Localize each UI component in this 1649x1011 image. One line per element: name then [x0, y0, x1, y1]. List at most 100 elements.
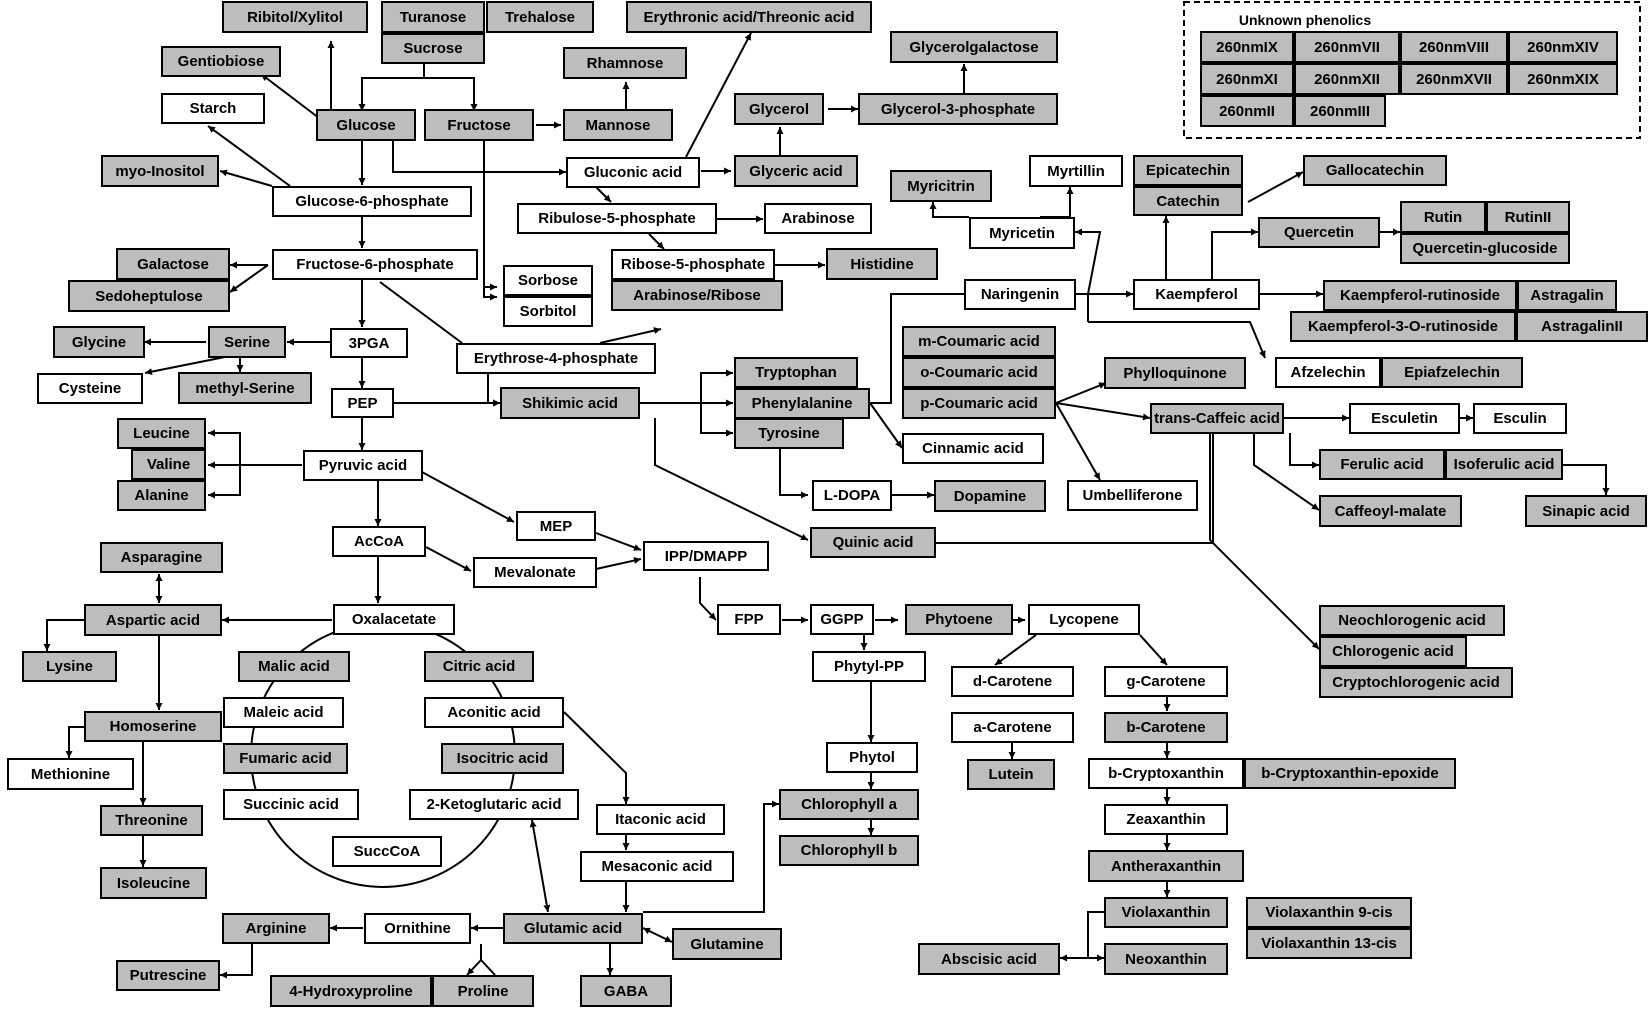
node-asparagine: Asparagine — [100, 542, 223, 573]
node-alanine: Alanine — [117, 480, 206, 511]
node-e4p: Erythrose-4-phosphate — [456, 343, 656, 374]
node-myoinositol: myo-Inositol — [101, 155, 219, 187]
node-n260xix: 260nmXIX — [1508, 63, 1618, 95]
node-methionine: Methionine — [7, 758, 134, 790]
node-sorbose: Sorbose — [503, 265, 593, 296]
node-antheraxanthin: Antheraxanthin — [1088, 850, 1244, 882]
node-cysteine: Cysteine — [37, 373, 143, 404]
node-lutein: Lutein — [967, 759, 1055, 790]
node-ldopa: L-DOPA — [812, 480, 892, 511]
node-viola9: Violaxanthin 9-cis — [1246, 897, 1412, 928]
node-isocitric: Isocitric acid — [441, 743, 564, 774]
node-ketoglutaric: 2-Ketoglutaric acid — [409, 789, 579, 820]
node-violaxanthin: Violaxanthin — [1104, 897, 1228, 928]
node-dopamine: Dopamine — [934, 480, 1046, 512]
node-valine: Valine — [131, 449, 206, 480]
node-astragalin: Astragalin — [1517, 280, 1617, 311]
node-mesaconic: Mesaconic acid — [580, 851, 734, 882]
node-bcryptoepox: b-Cryptoxanthin-epoxide — [1244, 758, 1456, 789]
node-astragalinii: AstragalinII — [1516, 311, 1648, 342]
node-histidine: Histidine — [826, 248, 938, 280]
node-transcaffeic: trans-Caffeic acid — [1150, 403, 1284, 434]
node-gaba: GABA — [580, 975, 672, 1007]
node-rutin: Rutin — [1400, 201, 1486, 233]
node-serine: Serine — [208, 326, 286, 358]
node-gluconic: Gluconic acid — [566, 157, 700, 188]
node-bcrypto: b-Cryptoxanthin — [1088, 758, 1244, 789]
node-dcarotene: d-Carotene — [951, 666, 1074, 697]
node-n260xi: 260nmXI — [1200, 63, 1294, 95]
node-fpp: FPP — [717, 604, 781, 635]
unknown-phenolics-label: Unknown phenolics — [1238, 12, 1372, 28]
node-bcarotene: b-Carotene — [1104, 712, 1228, 743]
node-gcarotene: g-Carotene — [1104, 666, 1228, 697]
node-chla: Chlorophyll a — [779, 789, 919, 820]
node-myricitrin: Myricitrin — [890, 170, 992, 202]
node-neochlorogenic: Neochlorogenic acid — [1319, 605, 1505, 636]
node-hydroxyproline: 4-Hydroxyproline — [270, 975, 432, 1007]
node-methylserine: methyl-Serine — [178, 372, 312, 404]
unknown-phenolics-group — [1183, 1, 1641, 139]
node-isoleucine: Isoleucine — [100, 867, 207, 899]
node-cryptochlorogenic: Cryptochlorogenic acid — [1319, 667, 1513, 698]
node-arabinoseribose: Arabinose/Ribose — [611, 280, 783, 311]
node-viola13: Violaxanthin 13-cis — [1246, 928, 1412, 959]
node-neoxanthin: Neoxanthin — [1104, 943, 1228, 975]
node-sucrose: Sucrose — [381, 33, 485, 64]
node-galactose: Galactose — [116, 248, 230, 280]
node-itaconic: Itaconic acid — [596, 804, 725, 835]
node-n260ii: 260nmII — [1200, 95, 1294, 127]
node-trehalose: Trehalose — [486, 1, 594, 33]
node-myrtillin: Myrtillin — [1029, 155, 1123, 187]
node-arabinose: Arabinose — [764, 203, 872, 234]
node-maleic: Maleic acid — [223, 697, 344, 728]
node-pep: PEP — [331, 388, 394, 418]
node-lysine: Lysine — [22, 651, 117, 682]
node-arginine: Arginine — [222, 913, 330, 944]
node-glycerol3p: Glycerol-3-phosphate — [858, 93, 1058, 125]
node-afzelechin: Afzelechin — [1275, 357, 1381, 388]
node-sorbitol: Sorbitol — [503, 296, 593, 327]
node-homoserine: Homoserine — [84, 711, 222, 742]
node-chlb: Chlorophyll b — [779, 835, 919, 866]
node-lycopene: Lycopene — [1028, 604, 1140, 635]
node-cinnamic: Cinnamic acid — [902, 433, 1044, 464]
node-umbelliferone: Umbelliferone — [1067, 480, 1198, 511]
node-starch: Starch — [161, 93, 265, 124]
node-querglu: Quercetin-glucoside — [1400, 233, 1570, 264]
node-ferulic: Ferulic acid — [1319, 449, 1445, 480]
node-glycerol: Glycerol — [734, 93, 824, 125]
node-quinic: Quinic acid — [810, 527, 936, 558]
node-leucine: Leucine — [117, 418, 206, 449]
node-fructose: Fructose — [424, 109, 534, 141]
node-sedoheptulose: Sedoheptulose — [68, 280, 230, 312]
node-aconitic: Aconitic acid — [424, 697, 564, 728]
node-shikimic: Shikimic acid — [500, 387, 640, 419]
node-myricetin: Myricetin — [969, 217, 1075, 249]
node-ribose5p: Ribose-5-phosphate — [611, 249, 775, 280]
node-gallocatechin: Gallocatechin — [1303, 155, 1447, 186]
node-tryptophan: Tryptophan — [734, 357, 858, 388]
node-phytol: Phytol — [826, 742, 918, 773]
node-succinic: Succinic acid — [223, 789, 359, 820]
node-kaempferol: Kaempferol — [1133, 279, 1260, 310]
node-chlorogenic: Chlorogenic acid — [1319, 636, 1467, 667]
node-acarotene: a-Carotene — [951, 712, 1074, 743]
node-glucose: Glucose — [316, 109, 416, 141]
node-kaemp3o: Kaempferol-3-O-rutinoside — [1290, 311, 1516, 342]
node-kaemprut: Kaempferol-rutinoside — [1323, 280, 1517, 311]
node-fumaric: Fumaric acid — [223, 743, 348, 774]
node-phenylalanine: Phenylalanine — [734, 388, 870, 419]
node-catechin: Catechin — [1133, 186, 1243, 216]
node-threonine: Threonine — [100, 805, 203, 836]
node-oxalacetate: Oxalacetate — [333, 604, 455, 635]
node-aspartic: Aspartic acid — [84, 604, 222, 636]
node-tyrosine: Tyrosine — [734, 418, 844, 449]
node-n260xii: 260nmXII — [1294, 63, 1400, 95]
node-zeaxanthin: Zeaxanthin — [1104, 804, 1228, 835]
node-rutinii: RutinII — [1486, 201, 1570, 233]
node-n260xiv: 260nmXIV — [1508, 31, 1618, 63]
node-phylloquinone: Phylloquinone — [1104, 357, 1246, 389]
node-esculin: Esculin — [1473, 403, 1567, 434]
node-n260ix: 260nmIX — [1200, 31, 1294, 63]
